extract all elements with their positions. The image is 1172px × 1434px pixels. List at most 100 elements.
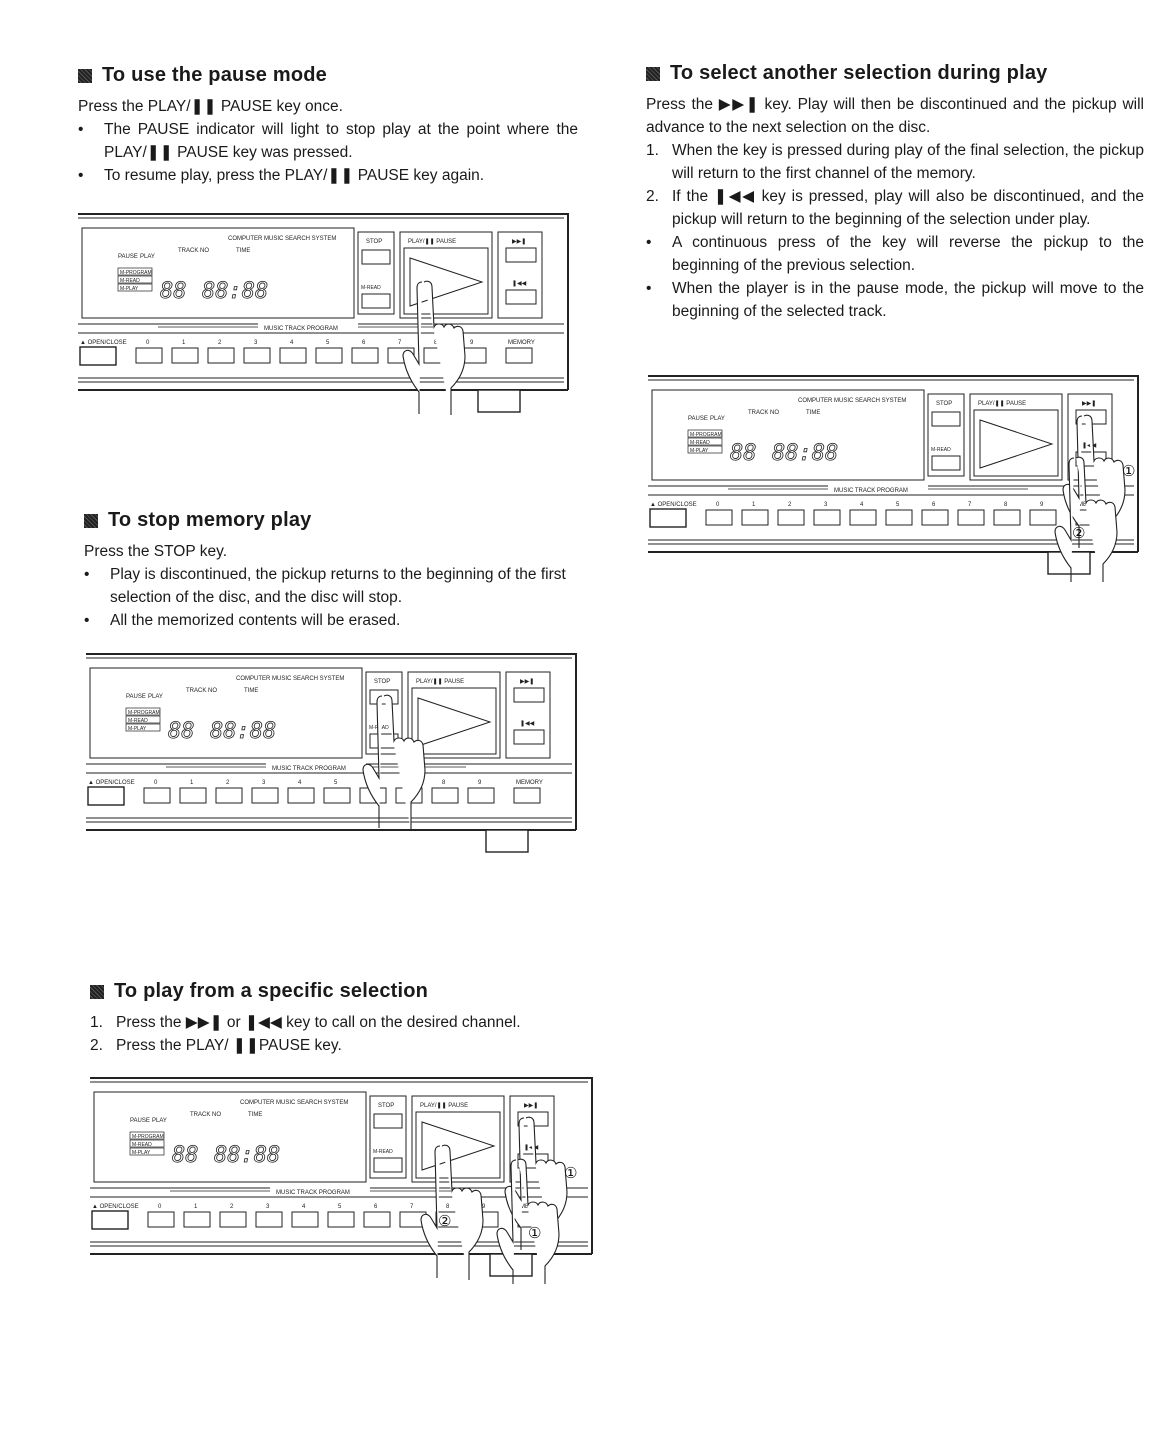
time-digits: 88:88 — [772, 441, 838, 466]
pointing-hand-icon — [1054, 456, 1118, 582]
open-close-label: ▲ OPEN/CLOSE — [88, 780, 135, 786]
pause-lead: Press the PLAY/❚❚ PAUSE key once. — [78, 98, 343, 115]
play-block — [399, 231, 493, 319]
list-item: •Play is discontinued, the pickup return… — [84, 566, 566, 606]
open-close-button — [649, 508, 687, 528]
mode-indicator-box — [117, 267, 153, 276]
number-key-label: 7 — [968, 502, 972, 508]
mread-button — [361, 293, 391, 309]
number-key — [219, 1211, 247, 1228]
track-digits: 88 — [172, 1143, 199, 1168]
prev-button — [505, 289, 537, 305]
step-marker-1: ① — [528, 1224, 541, 1242]
number-key — [351, 347, 379, 364]
foot — [485, 829, 529, 853]
play-triangle — [979, 419, 1054, 469]
stop-block — [927, 393, 965, 477]
mode-indicator-label: M-PLAY — [120, 286, 139, 292]
pause-indicator: PAUSE — [126, 694, 146, 700]
number-key — [279, 347, 307, 364]
number-key-label: 1 — [182, 340, 186, 346]
number-key — [431, 787, 459, 804]
time-label: TIME — [236, 248, 250, 254]
prev-label: ❚◀◀ — [520, 720, 535, 727]
stop-label: STOP — [378, 1103, 394, 1109]
mode-indicator-label: M-PROGRAM — [120, 270, 152, 276]
specific-title: To play from a specific selection — [114, 980, 429, 1002]
number-key-label: 8 — [1004, 502, 1008, 508]
mode-indicator-box — [125, 723, 161, 732]
open-close-label: ▲ OPEN/CLOSE — [80, 340, 127, 346]
stop-title: To stop memory play — [108, 509, 312, 531]
system-label: COMPUTER MUSIC SEARCH SYSTEM — [236, 676, 344, 682]
number-key-label: 9 — [470, 340, 474, 346]
play-triangle — [409, 257, 484, 307]
open-close-label: ▲ OPEN/CLOSE — [92, 1204, 139, 1210]
square-bullet-icon — [84, 513, 98, 528]
stop-button — [373, 1113, 403, 1129]
mode-indicator-box — [129, 1139, 165, 1148]
pause-indicator: PAUSE — [118, 254, 138, 260]
program-label: MUSIC TRACK PROGRAM — [276, 1190, 350, 1196]
play-block — [407, 671, 501, 759]
mread-label: M-READ — [361, 285, 381, 291]
mode-indicator-label: M-READ — [120, 278, 140, 284]
next-label: ▶▶❚ — [520, 678, 534, 685]
mode-indicator-box — [125, 707, 161, 716]
number-key — [957, 509, 985, 526]
memory-label: MEMORY — [508, 340, 535, 346]
mode-indicator-box — [687, 437, 723, 446]
next-button — [513, 687, 545, 703]
stop-bullets: •Play is discontinued, the pickup return… — [84, 563, 584, 632]
time-digits: 88:88 — [202, 279, 268, 304]
mode-indicator-box — [125, 715, 161, 724]
number-key — [323, 787, 351, 804]
stop-button — [361, 249, 391, 265]
memory-button — [513, 787, 541, 804]
next-label: ▶▶❚ — [1082, 400, 1096, 407]
pause-indicator: PAUSE — [688, 416, 708, 422]
number-key-label: 3 — [262, 780, 266, 786]
number-key-label: 9 — [478, 780, 482, 786]
program-label-bg — [828, 485, 928, 493]
prev-label: ❚◀◀ — [524, 1144, 539, 1151]
square-bullet-icon — [90, 984, 104, 999]
mode-indicator-box — [687, 445, 723, 454]
track-label: TRACK NO — [186, 688, 217, 694]
number-key — [993, 509, 1021, 526]
play-label: PLAY/❚❚ PAUSE — [408, 238, 456, 245]
section-specific-selection: To play from a specific selection 1.Pres… — [90, 980, 590, 1057]
section-stop-memory: To stop memory play Press the STOP key. … — [84, 509, 584, 632]
number-key-label: 4 — [302, 1204, 306, 1210]
number-key — [287, 787, 315, 804]
number-key — [207, 347, 235, 364]
number-key-label: 0 — [158, 1204, 162, 1210]
number-key-label: 5 — [896, 502, 900, 508]
play-triangle — [421, 1121, 496, 1171]
display-window — [81, 227, 355, 319]
memory-label: MEMORY — [516, 780, 543, 786]
skip-block — [509, 1095, 555, 1183]
step-marker-1: ① — [1122, 462, 1135, 480]
mread-label: M-READ — [373, 1149, 393, 1155]
play-button — [415, 1111, 501, 1179]
number-key — [777, 509, 805, 526]
play-button — [403, 247, 489, 315]
stop-button — [931, 411, 961, 427]
pause-bullets: •The PAUSE indicator will light to stop … — [78, 118, 578, 187]
open-close-button — [87, 786, 125, 806]
number-key — [147, 1211, 175, 1228]
stop-label: STOP — [366, 239, 382, 245]
number-key — [705, 509, 733, 526]
select-title: To select another selection during play — [670, 62, 1048, 84]
pause-heading: To use the pause mode — [78, 64, 578, 87]
foot — [477, 389, 521, 413]
track-label: TRACK NO — [748, 410, 779, 416]
program-label: MUSIC TRACK PROGRAM — [264, 326, 338, 332]
time-digits: 88:88 — [214, 1143, 280, 1168]
play-block — [969, 393, 1063, 481]
